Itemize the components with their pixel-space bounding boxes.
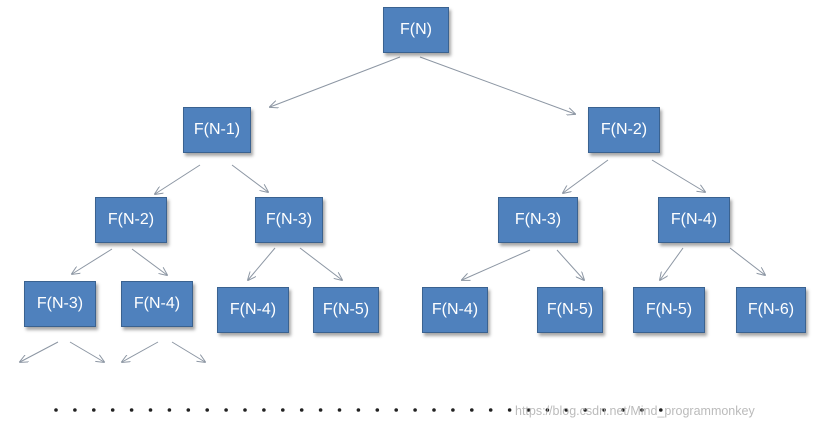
node-f-n-5-leaf-a: F(N-5) <box>313 287 379 333</box>
node-f-n-3-right: F(N-3) <box>498 197 578 243</box>
node-f-n-3-leaf: F(N-3) <box>24 281 96 327</box>
continuation-dot <box>488 408 493 412</box>
continuation-dot <box>583 408 587 412</box>
node-f-n-6-leaf: F(N-6) <box>736 287 806 333</box>
continuation-dot <box>299 408 304 412</box>
connector-arrow <box>556 249 584 280</box>
continuation-dot <box>621 408 625 412</box>
continuation-dot <box>129 408 134 412</box>
node-f-n-5-leaf-b: F(N-5) <box>537 287 603 333</box>
continuation-dot <box>224 408 228 412</box>
continuation-dot <box>167 408 172 412</box>
node-f-n-4-right: F(N-4) <box>658 197 730 243</box>
continuation-dot <box>375 408 380 412</box>
node-f-n-2: F(N-2) <box>588 107 660 153</box>
continuation-dot <box>451 408 455 412</box>
continuation-dot <box>92 408 96 412</box>
node-f-n-4-leaf-a: F(N-4) <box>121 281 193 327</box>
continuation-dot <box>205 408 209 412</box>
connector-arrow <box>563 159 609 193</box>
watermark-url: https://blog.csdn.net/Mind_programmonkey <box>515 404 755 418</box>
continuation-dot <box>526 408 531 412</box>
continuation-dot <box>73 408 77 412</box>
continuation-dot <box>564 408 569 412</box>
continuation-dot <box>110 408 115 412</box>
continuation-dot <box>413 408 417 412</box>
connector-arrow <box>231 164 268 192</box>
connector-arrow <box>155 164 201 194</box>
continuation-dot <box>262 408 266 412</box>
continuation-dot <box>337 408 342 412</box>
continuation-dot <box>356 408 361 412</box>
node-f-n-1: F(N-1) <box>183 107 251 153</box>
continuation-dot <box>318 408 323 412</box>
continuation-dot <box>659 408 663 412</box>
node-f-n-3-left: F(N-3) <box>255 197 323 243</box>
continuation-dot <box>545 408 550 412</box>
node-f-n-5-leaf-c: F(N-5) <box>633 287 705 333</box>
connector-arrow <box>299 247 342 280</box>
continuation-dot <box>243 408 247 412</box>
continuation-dot <box>186 408 191 412</box>
connector-arrow <box>248 247 276 280</box>
connector-arrow <box>72 248 113 274</box>
continuation-dot <box>281 408 285 412</box>
node-f-n-4-leaf-b: F(N-4) <box>217 287 289 333</box>
connector-arrow <box>20 341 59 362</box>
connector-arrow <box>660 247 684 280</box>
connector-arrow <box>69 341 104 362</box>
node-f-n: F(N) <box>383 7 449 53</box>
continuation-dot <box>432 408 436 412</box>
continuation-dot <box>602 408 606 412</box>
connector-arrow <box>270 56 401 107</box>
continuation-dot <box>470 408 474 412</box>
connector-arrow <box>651 159 705 192</box>
connector-arrow <box>419 56 575 114</box>
connector-arrow <box>729 247 765 275</box>
connector-arrow <box>171 341 205 362</box>
continuation-dot <box>148 408 153 412</box>
connector-arrow <box>462 249 531 280</box>
continuation-dot <box>394 408 399 412</box>
node-f-n-4-leaf-c: F(N-4) <box>422 287 488 333</box>
continuation-dot <box>507 408 512 412</box>
continuation-dot <box>54 408 58 412</box>
connector-arrow <box>131 248 167 275</box>
continuation-dot <box>640 408 644 412</box>
node-f-n-2-left: F(N-2) <box>95 197 167 243</box>
connector-arrow <box>122 341 159 362</box>
